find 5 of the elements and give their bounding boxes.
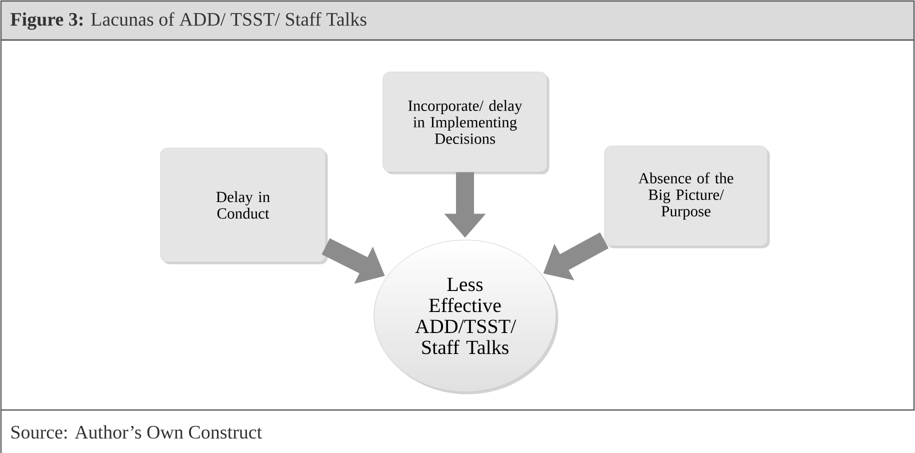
cause-box: Incorporate/ delay in Implementing Decisions xyxy=(382,72,550,174)
cause-box: Absence of the Big Picture/ Purpose xyxy=(604,146,770,248)
cause-box: Delay in Conduct xyxy=(160,148,328,264)
figure-title: Figure 3: Lacunas of ADD/ TSST/ Staff Talks xyxy=(10,12,366,30)
source-caption: Source: Author’s Own Construct xyxy=(11,425,262,439)
